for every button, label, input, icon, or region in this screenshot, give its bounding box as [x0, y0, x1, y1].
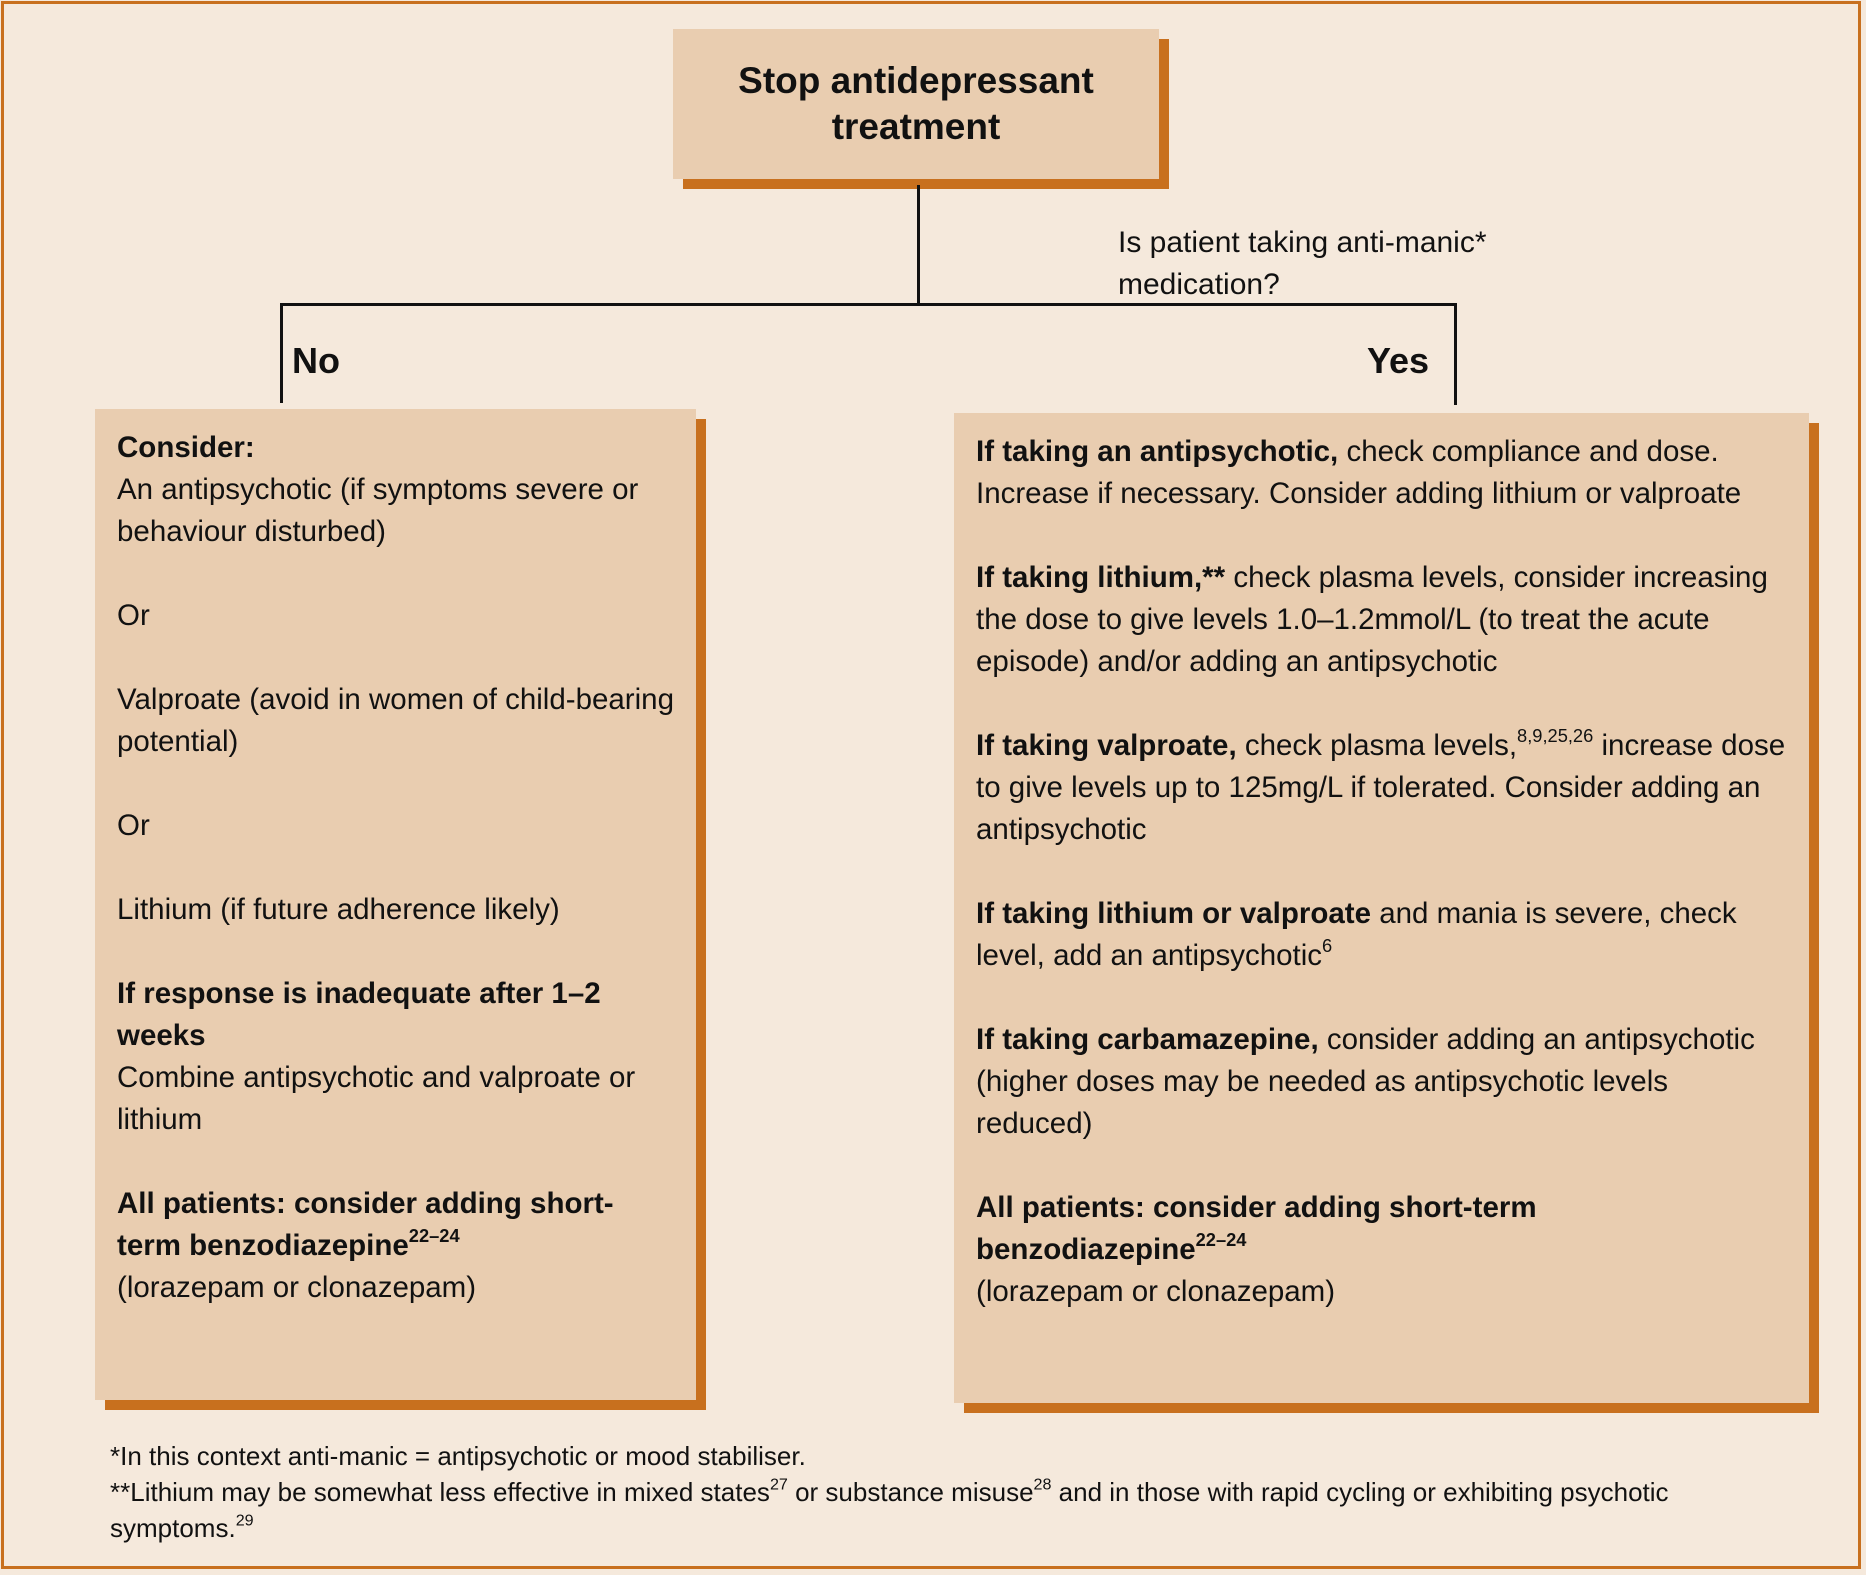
valproate-item: If taking valproate, check plasma levels… [976, 725, 1789, 851]
item-text: increase dose to give levels up to 125mg… [976, 729, 1786, 846]
branch-no-label: No [292, 340, 340, 381]
connector-no [280, 303, 283, 403]
item-heading: If taking lithium or valproate [976, 897, 1372, 930]
item-heading: If taking valproate, [976, 729, 1237, 762]
consider-heading: Consider: [117, 431, 255, 464]
footnote-1: *In this context anti-manic = antipsycho… [110, 1441, 806, 1471]
inadequate-text: Combine antipsychotic and valproate or l… [117, 1061, 636, 1136]
branch-yes-label: Yes [1367, 340, 1430, 381]
or-1: Or [117, 599, 150, 632]
or-2: Or [117, 809, 150, 842]
connector-yes [1454, 303, 1457, 405]
item-heading: If taking an antipsychotic, [976, 435, 1339, 468]
item-text: (lorazepam or clonazepam) [976, 1275, 1336, 1308]
item-text: check plasma levels, [1236, 729, 1518, 762]
item-heading: All patients: consider adding short-term… [976, 1191, 1537, 1266]
footnote-2: **Lithium may be somewhat less effective… [110, 1474, 1810, 1546]
carbamazepine-item: If taking carbamazepine, consider adding… [976, 1019, 1789, 1145]
start-node: Stop antidepressant treatment [673, 29, 1159, 179]
antipsychotic-item: If taking an antipsychotic, check compli… [976, 431, 1789, 515]
footnotes: *In this context anti-manic = antipsycho… [110, 1438, 1810, 1546]
connector-stem [917, 185, 920, 306]
footnote-text: and in those with rapid cycling or exhib… [110, 1477, 1669, 1543]
ref: 22–24 [408, 1225, 460, 1247]
option-lithium: Lithium (if future adherence likely) [117, 893, 560, 926]
item-heading: If taking lithium,** [976, 561, 1226, 594]
option-antipsychotic: An antipsychotic (if symptoms severe or … [117, 473, 639, 548]
no-branch-box: Consider: An antipsychotic (if symptoms s… [95, 409, 696, 1400]
all-patients-text: (lorazepam or clonazepam) [117, 1271, 477, 1304]
ref: 6 [1322, 935, 1333, 957]
connector-horizontal [280, 303, 1457, 306]
all-patients-item: All patients: consider adding short-term… [976, 1187, 1789, 1313]
ref: 8,9,25,26 [1517, 725, 1594, 747]
decision-question: Is patient taking anti-manic* medication… [1118, 226, 1487, 301]
footnote-text: **Lithium may be somewhat less effective… [110, 1477, 770, 1507]
footnote-text: or substance misuse [787, 1477, 1034, 1507]
lithium-item: If taking lithium,** check plasma levels… [976, 557, 1789, 683]
lithium-or-valproate-item: If taking lithium or valproate and mania… [976, 893, 1789, 977]
start-node-label: Stop antidepressant treatment [738, 60, 1094, 147]
item-text: check compliance and dose. Increase if n… [976, 435, 1742, 510]
ref: 22–24 [1195, 1229, 1247, 1251]
yes-branch-box: If taking an antipsychotic, check compli… [954, 413, 1809, 1403]
all-patients-heading: All patients: consider adding short-term… [117, 1187, 614, 1262]
item-text: and mania is severe, check level, add an… [976, 897, 1737, 972]
item-heading: If taking carbamazepine, [976, 1023, 1319, 1056]
ref: 29 [235, 1511, 254, 1530]
inadequate-heading: If response is inadequate after 1–2 week… [117, 977, 601, 1052]
ref: 28 [1033, 1475, 1052, 1494]
item-text: check plasma levels, consider increasing… [976, 561, 1768, 678]
option-valproate: Valproate (avoid in women of child-beari… [117, 683, 674, 758]
ref: 27 [769, 1475, 788, 1494]
item-text: consider adding an antipsychotic (higher… [976, 1023, 1755, 1140]
